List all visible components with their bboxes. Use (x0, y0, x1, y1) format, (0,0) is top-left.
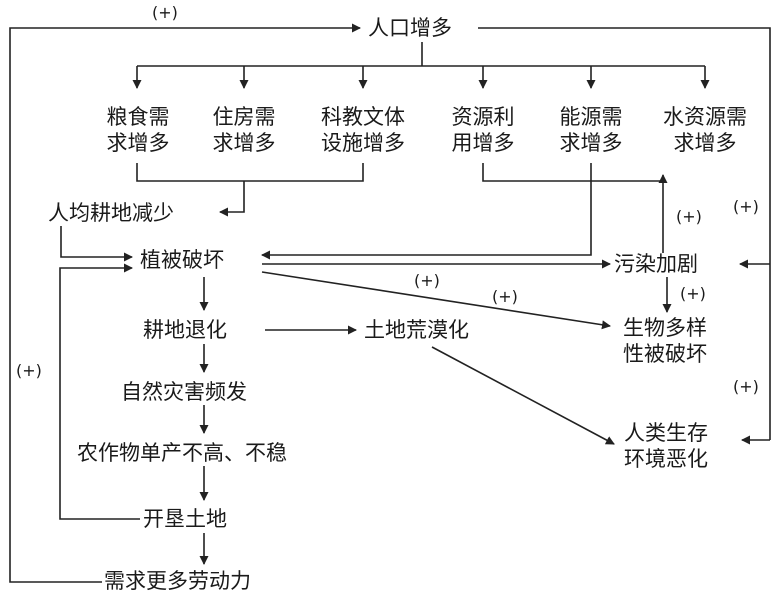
node-edu-line2: 设施增多 (321, 131, 405, 155)
bracket-left-demands (136, 163, 364, 182)
line-right-loop (478, 27, 771, 440)
arrow-labor-to-population (9, 23, 361, 583)
node-energy-demand: 能源需 求增多 (551, 104, 631, 156)
arrow-to-farmland-per-capita (219, 181, 245, 217)
node-labor-demand: 需求更多劳动力 (104, 569, 251, 593)
arrow-vegetation-to-biodiversity (261, 271, 611, 330)
node-disasters: 自然灾害频发 (121, 380, 247, 404)
node-resource-line2: 用增多 (451, 131, 515, 155)
node-housing-line2: 求增多 (212, 131, 276, 155)
node-population: 人口增多 (368, 16, 452, 40)
node-food-demand: 粮食需 求增多 (98, 104, 178, 156)
node-housing-demand: 住房需 求增多 (204, 104, 284, 156)
label-plus-top-left: (+) (152, 3, 178, 22)
arrow-reclaim-to-vegetation (59, 263, 140, 520)
node-water-demand: 水资源需 求增多 (655, 104, 755, 156)
node-edu-line1: 科教文体 (321, 105, 405, 129)
node-food-line2: 求增多 (106, 131, 170, 155)
node-reclaim-land: 开垦土地 (143, 507, 227, 531)
node-biodiversity-line2: 性被破坏 (623, 342, 707, 366)
label-plus-veg-bio-1: (+) (414, 271, 440, 290)
node-energy-line2: 求增多 (559, 131, 623, 155)
node-biodiversity-line1: 生物多样 (623, 316, 707, 340)
label-plus-veg-bio-2: (+) (492, 287, 518, 306)
node-biodiversity: 生物多样 性被破坏 (610, 315, 720, 367)
node-desertification: 土地荒漠化 (364, 318, 469, 342)
node-crop-yield: 农作物单产不高、不稳 (77, 441, 287, 465)
node-cropland-degradation: 耕地退化 (143, 318, 227, 342)
node-resource-line1: 资源利 (451, 105, 515, 129)
arrow-desert-to-human-env (431, 346, 615, 445)
node-housing-line1: 住房需 (212, 105, 276, 129)
label-plus-left-loop: (+) (16, 361, 42, 380)
bracket-right-demands (482, 163, 663, 182)
label-plus-right-upper: (+) (733, 197, 759, 216)
node-energy-line1: 能源需 (559, 105, 623, 129)
node-water-line1: 水资源需 (663, 105, 747, 129)
node-pollution: 污染加剧 (614, 252, 698, 276)
node-farmland-per-capita: 人均耕地减少 (48, 201, 174, 225)
arrow-energy-to-vegetation (261, 163, 592, 260)
node-human-env: 人类生存 环境恶化 (606, 420, 726, 472)
label-plus-human-env: (+) (733, 377, 759, 396)
node-edu-facilities: 科教文体 设施增多 (313, 104, 413, 156)
node-food-line1: 粮食需 (106, 105, 170, 129)
node-human-env-line1: 人类生存 (624, 421, 708, 445)
node-resource-use: 资源利 用增多 (443, 104, 523, 156)
node-human-env-line2: 环境恶化 (624, 447, 708, 471)
arrow-farmland-to-vegetation (60, 226, 133, 262)
label-plus-pollution-down: (+) (680, 284, 706, 303)
node-vegetation-damage: 植被破坏 (140, 248, 224, 272)
label-plus-pollution-up: (+) (676, 207, 702, 226)
node-water-line2: 求增多 (673, 131, 737, 155)
